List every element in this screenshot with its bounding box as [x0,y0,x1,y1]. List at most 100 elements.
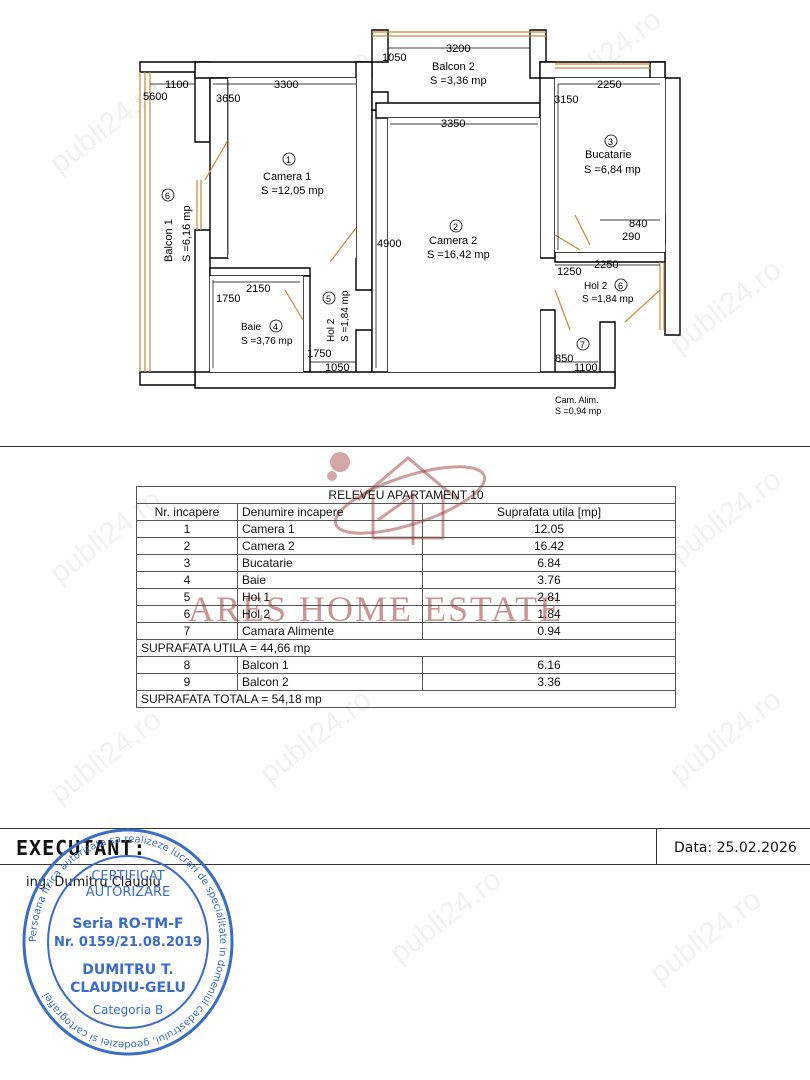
dim-label: 1100 [165,79,189,91]
cell-name: Balcon 1 [237,656,423,674]
dim-label: 3300 [274,79,298,91]
separator-top [0,446,810,447]
cell-area: 3.76 [422,571,676,589]
dim-label: 1100 [574,362,598,374]
table-row: 6 Hol 2 1.84 [136,605,676,623]
room-area: S =12,05 mp [261,185,324,197]
room-name: Bucatarie [585,149,631,161]
room-name: Baie [241,322,261,333]
table-row: 9 Balcon 2 3.36 [136,673,676,691]
dim-label: 850 [555,353,573,365]
cell-area: 2.81 [422,588,676,606]
dim-label: 1750 [216,293,240,305]
room-number: 1 [286,155,291,165]
cell-number: 7 [136,622,238,640]
publi24-watermark: publi24.ro [663,683,788,791]
room-number: 5 [326,294,331,304]
room-name: Balcon 1 [163,219,175,262]
cell-number: 5 [136,588,238,606]
total-area: SUPRAFATA TOTALA = 54,18 mp [136,690,676,708]
dim-label: 1050 [382,52,406,64]
room-area: S =1,84 mp [340,290,351,342]
dim-label: 5600 [143,91,167,103]
room-area: S =3,76 mp [241,336,293,347]
cell-name: Hol 2 [237,605,423,623]
cell-name: Hol 1 [237,588,423,606]
dim-label: 1750 [307,348,331,360]
table-row: 2 Camera 2 16.42 [136,537,676,555]
room-area: S =1,84 mp [582,294,634,305]
cell-area: 16.42 [422,537,676,555]
cell-number: 4 [136,571,238,589]
room-number: 6 [618,281,623,291]
room-name: Cam. Alim. [555,395,599,405]
publi24-watermark: publi24.ro [383,863,508,971]
column-header: Nr. incapere [136,503,238,521]
cell-name: Camera 2 [237,537,423,555]
room-name: Camera 1 [263,171,311,183]
room-area: S =6,16 mp [181,205,193,262]
dim-label: 2150 [246,283,270,295]
stamp-line: CLAUDIU-GELU [70,980,186,996]
cell-area: 6.16 [422,656,676,674]
dim-label: 3200 [446,43,470,55]
dim-label: 290 [622,231,640,243]
footer-divider [656,828,657,864]
cell-number: 8 [136,656,238,674]
cell-name: Bucatarie [237,554,423,572]
cell-number: 9 [136,673,238,691]
room-number: 6 [165,191,170,201]
room-area: S =6,84 mp [584,164,641,176]
cell-name: Camara Alimente [237,622,423,640]
stamp-line: CERTIFICAT [91,869,164,884]
table-row: 3 Bucatarie 6.84 [136,554,676,572]
room-number: 4 [273,322,278,332]
rooms-table: RELEVEU APARTAMENT 10 Nr. incapere Denum… [136,486,676,708]
room-area: S =16,42 mp [427,249,490,261]
table-row: 5 Hol 1 2.81 [136,588,676,606]
room-name: Hol 2 [326,318,337,342]
room-number: 3 [608,137,613,147]
table-title: RELEVEU APARTAMENT 10 [136,486,676,504]
cell-number: 1 [136,520,238,538]
publi24-watermark: publi24.ro [663,463,788,571]
separator-footer-top [0,828,810,829]
table-header-row: Nr. incapere Denumire incapere Suprafata… [136,503,676,521]
stamp-line: Seria RO-TM-F [72,916,183,932]
dim-label: 3150 [554,94,578,106]
authorization-stamp: Persoana fizica autorizata sa realizeze … [22,828,234,1056]
stamp-line: DUMITRU T. [82,962,173,978]
dim-label: 3350 [441,118,465,130]
cell-area: 3.36 [422,673,676,691]
table-row: 7 Camara Alimente 0.94 [136,622,676,640]
room-area: S =0,94 mp [555,406,601,416]
dim-label: 1250 [557,266,581,278]
dim-label: 2250 [594,259,618,271]
cell-area: 1.84 [422,605,676,623]
room-name: Camera 2 [429,235,477,247]
room-number: 2 [453,222,458,232]
cell-area: 12.05 [422,520,676,538]
room-name: Balcon 2 [432,61,475,73]
cell-number: 6 [136,605,238,623]
column-header: Denumire incapere [237,503,423,521]
cell-area: 0.94 [422,622,676,640]
dim-label: 3650 [216,93,240,105]
room-area: S =3,36 mp [430,75,487,87]
table-row: 8 Balcon 1 6.16 [136,656,676,674]
column-header: Suprafata utila [mp] [422,503,676,521]
publi24-watermark: publi24.ro [43,703,168,811]
date-label: Data: 25.02.2026 [674,840,797,856]
cell-name: Balcon 2 [237,673,423,691]
dim-label: 4900 [377,238,401,250]
useful-area-total: SUPRAFATA UTILA = 44,66 mp [136,639,676,657]
cell-name: Camera 1 [237,520,423,538]
room-name: Hol 2 [584,281,608,292]
engineer-name: ing. Dumitru Claudiu [26,875,161,890]
separator-footer-mid [0,864,810,865]
dim-label: 2250 [597,79,621,91]
dim-label: 840 [629,218,647,230]
cell-name: Baie [237,571,423,589]
cell-number: 2 [136,537,238,555]
cell-number: 3 [136,554,238,572]
